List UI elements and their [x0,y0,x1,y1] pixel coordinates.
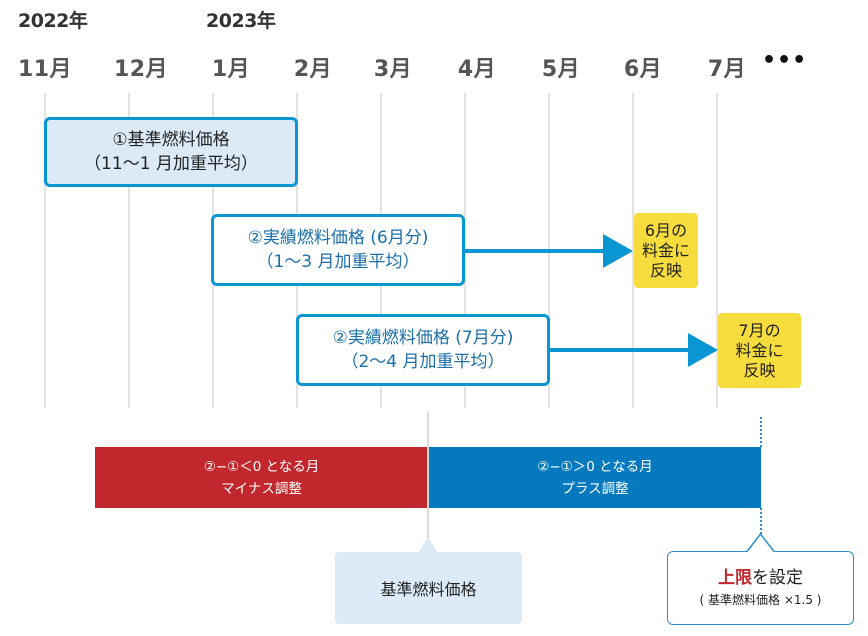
gridline [632,93,634,408]
gridline [44,93,46,408]
plus-adjustment-condition: ②−①＞0 となる月 [537,458,653,475]
reflect-june-line3: 反映 [649,260,682,280]
base-price-marker-line [427,412,429,542]
reflect-june-line1: 6月の [644,220,688,240]
base-fuel-price-title: ①基準燃料価格 [112,130,230,150]
plus-adjustment-label: プラス調整 [561,480,629,497]
reflect-july-line2: 料金に [735,340,784,360]
reflect-july-badge: 7月の 料金に 反映 [718,313,801,388]
arrow-right-icon [603,234,633,268]
actual-fuel-price-july-box: ②実績燃料価格 (7月分) （2〜4 月加重平均） [296,314,550,386]
month-label-dec: 12月 [113,57,169,82]
month-label-jun: 6月 [623,57,663,82]
cap-marker-dotted-line-bottom [760,508,762,534]
actual-fuel-price-june-title: ②実績燃料価格 (6月分) [247,228,429,248]
month-label-nov: 11月 [17,57,73,82]
actual-fuel-price-july-period: （2〜4 月加重平均） [341,352,505,372]
year-label-2022: 2022年 [18,10,88,32]
actual-fuel-price-july-title: ②実績燃料価格 (7月分) [332,328,514,348]
continuation-ellipsis: ••• [762,48,808,73]
plus-adjustment-band: ②−①＞0 となる月 プラス調整 [429,447,761,508]
month-label-jan: 1月 [211,57,251,82]
reflect-june-badge: 6月の 料金に 反映 [634,213,698,288]
arrow-right-icon [688,333,718,367]
reflect-june-line2: 料金に [641,240,690,260]
base-price-callout: 基準燃料価格 [335,552,522,624]
base-price-callout-label: 基準燃料価格 [380,580,477,599]
arrow-line-june [465,249,605,253]
actual-fuel-price-june-period: （1〜3 月加重平均） [256,252,420,272]
cap-marker-dotted-line-top [760,417,762,447]
cap-highlight: 上限 [718,568,752,588]
gridline [128,93,130,408]
cap-callout-note: ( 基準燃料価格 ×1.5 ) [699,593,822,607]
reflect-july-line3: 反映 [743,360,776,380]
reflect-july-line1: 7月の [738,320,781,340]
arrow-line-july [550,348,690,352]
month-label-apr: 4月 [457,57,497,82]
minus-adjustment-condition: ②−①＜0 となる月 [203,458,320,475]
actual-fuel-price-june-box: ②実績燃料価格 (6月分) （1〜3 月加重平均） [211,214,465,286]
gridline [716,93,718,408]
minus-adjustment-band: ②−①＜0 となる月 マイナス調整 [95,447,428,508]
month-label-jul: 7月 [707,57,747,82]
callout-pointer [418,537,438,553]
base-fuel-price-period: （11〜1 月加重平均） [84,154,258,174]
cap-callout: 上限を設定 ( 基準燃料価格 ×1.5 ) [667,551,854,625]
month-label-mar: 3月 [373,57,413,82]
base-fuel-price-box: ①基準燃料価格 （11〜1 月加重平均） [44,117,298,187]
minus-adjustment-label: マイナス調整 [221,480,302,497]
cap-callout-title: 上限を設定 [718,566,803,590]
month-label-feb: 2月 [293,57,333,82]
callout-pointer [746,533,775,552]
year-label-2023: 2023年 [206,10,276,32]
month-label-may: 5月 [541,57,581,82]
cap-title-rest: を設定 [752,568,803,588]
